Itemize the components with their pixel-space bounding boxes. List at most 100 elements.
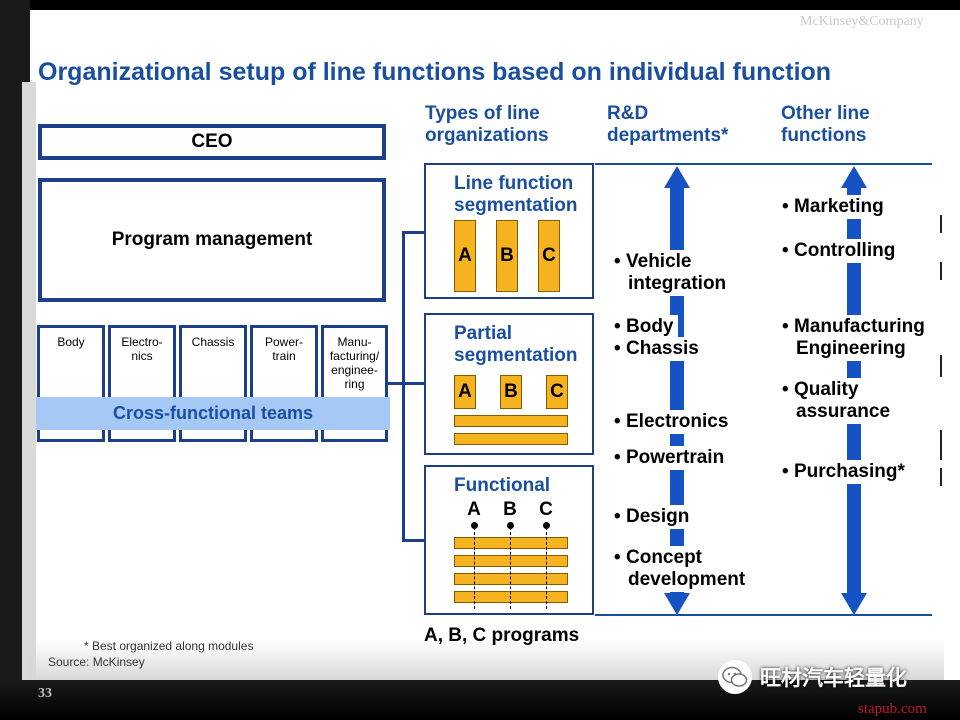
- function-bar: [454, 555, 568, 567]
- function-label: Manu-: [337, 335, 372, 349]
- function-bar: [454, 591, 568, 603]
- bullet-icon: •: [614, 251, 621, 272]
- segment-column-b: B: [500, 375, 522, 409]
- segment-column-a: A: [454, 375, 476, 409]
- other-item-label: Manufacturing: [794, 316, 925, 337]
- type-title-line: Line function: [454, 173, 574, 194]
- edge-tick: [940, 215, 942, 233]
- function-bar: [454, 573, 568, 585]
- rd-item-label: Body: [626, 316, 674, 337]
- rd-item-label: integration: [628, 273, 727, 294]
- other-item: •Marketing: [780, 195, 888, 219]
- function-label: facturing/: [329, 349, 380, 363]
- column-header-line: R&D: [607, 103, 649, 124]
- program-label-c: C: [539, 499, 553, 520]
- watermark: 旺材汽车轻量化: [718, 660, 907, 694]
- rd-item: •Chassis: [612, 337, 703, 361]
- function-label: ring: [344, 377, 365, 391]
- edge-tick: [940, 262, 942, 280]
- other-item-label: Controlling: [794, 240, 896, 261]
- function-bar: [454, 537, 568, 549]
- rd-item: •Body: [612, 315, 678, 339]
- rd-item-label: Concept: [626, 547, 702, 568]
- program-label-a: A: [467, 499, 481, 520]
- column-header-line: departments*: [607, 125, 729, 146]
- program-dot: [543, 522, 550, 529]
- function-label: Electro-: [121, 335, 163, 349]
- other-item: •Controlling: [780, 239, 900, 263]
- segment-column-a: A: [454, 220, 476, 292]
- segment-letter: B: [500, 245, 514, 266]
- type-title: Line function segmentation: [454, 173, 578, 217]
- page-number: 33: [38, 686, 52, 701]
- shared-function-bar: [454, 433, 568, 445]
- bullet-icon: •: [782, 461, 789, 482]
- connector-branch-2: [402, 382, 424, 385]
- other-item-label: Purchasing*: [794, 461, 905, 482]
- column-header-line: Types of line: [425, 103, 540, 124]
- shared-function-bar: [454, 415, 568, 427]
- rd-item-label: Electronics: [626, 411, 729, 432]
- program-dot: [471, 522, 478, 529]
- program-line: [474, 527, 475, 609]
- slide-title: Organizational setup of line functions b…: [38, 58, 832, 86]
- connector-branch-3: [402, 539, 424, 542]
- type-box-line-function-segmentation: Line function segmentation A B C: [424, 163, 594, 299]
- ceo-box: CEO: [38, 124, 386, 160]
- type-title-line: segmentation: [454, 195, 578, 216]
- column-header-rd: R&D departments*: [607, 103, 728, 147]
- segment-letter: B: [504, 381, 518, 402]
- segment-letter: A: [458, 245, 472, 266]
- edge-tick: [940, 468, 942, 486]
- function-label: train: [272, 349, 296, 363]
- other-arrow-down-icon: [841, 593, 867, 615]
- function-label: Chassis: [191, 335, 235, 349]
- segment-letter: C: [550, 381, 564, 402]
- footnote: * Best organized along modules: [84, 639, 254, 653]
- program-line: [546, 527, 547, 609]
- other-item-label: assurance: [796, 401, 891, 422]
- type-title-line: Functional: [454, 475, 551, 496]
- segment-column-c: C: [538, 220, 560, 292]
- bullet-icon: •: [614, 411, 621, 432]
- program-dot: [507, 522, 514, 529]
- other-item: •Purchasing*: [780, 460, 909, 484]
- other-arrow-up-icon: [841, 166, 867, 188]
- column-header-other: Other line functions: [781, 103, 870, 147]
- bottom-fade: [30, 640, 944, 680]
- wechat-icon-glyph: [722, 666, 748, 687]
- column-header-line: organizations: [425, 125, 549, 146]
- edge-tick: [940, 355, 942, 377]
- rd-item-label: Vehicle: [626, 251, 692, 272]
- type-title: Functional: [454, 475, 550, 497]
- bullet-icon: •: [614, 506, 621, 527]
- other-item-label: Quality: [794, 379, 859, 400]
- function-label: Body: [57, 335, 85, 349]
- rd-item-label: Powertrain: [626, 447, 725, 468]
- ceo-label: CEO: [191, 131, 233, 152]
- program-management-box: Program management: [38, 178, 386, 302]
- program-label-b: B: [503, 499, 517, 520]
- type-title: Partial segmentation: [454, 323, 578, 367]
- watermark-url: stapub.com: [858, 701, 927, 717]
- program-line: [510, 527, 511, 609]
- type-box-partial-segmentation: Partial segmentation A B C: [424, 313, 594, 455]
- column-header-line: Other line: [781, 103, 870, 124]
- watermark-text: 旺材汽车轻量化: [760, 667, 907, 690]
- function-label: nics: [131, 349, 153, 363]
- cross-functional-label: Cross-functional teams: [112, 403, 314, 423]
- other-item: •Quality assurance: [780, 378, 895, 424]
- segment-column-b: B: [496, 220, 518, 292]
- top-edge: [0, 0, 960, 10]
- connector-branch-1: [402, 231, 424, 234]
- brand-logo-text: McKinsey&Company: [800, 14, 924, 29]
- bullet-icon: •: [614, 338, 621, 359]
- rd-item-label: Design: [626, 506, 690, 527]
- type-title-line: Partial: [454, 323, 513, 344]
- bullet-icon: •: [614, 316, 621, 337]
- bullet-icon: •: [782, 316, 789, 337]
- rd-item: •Powertrain: [612, 446, 729, 470]
- program-management-label: Program management: [111, 229, 313, 250]
- cross-functional-teams-band: Cross-functional teams: [36, 397, 390, 430]
